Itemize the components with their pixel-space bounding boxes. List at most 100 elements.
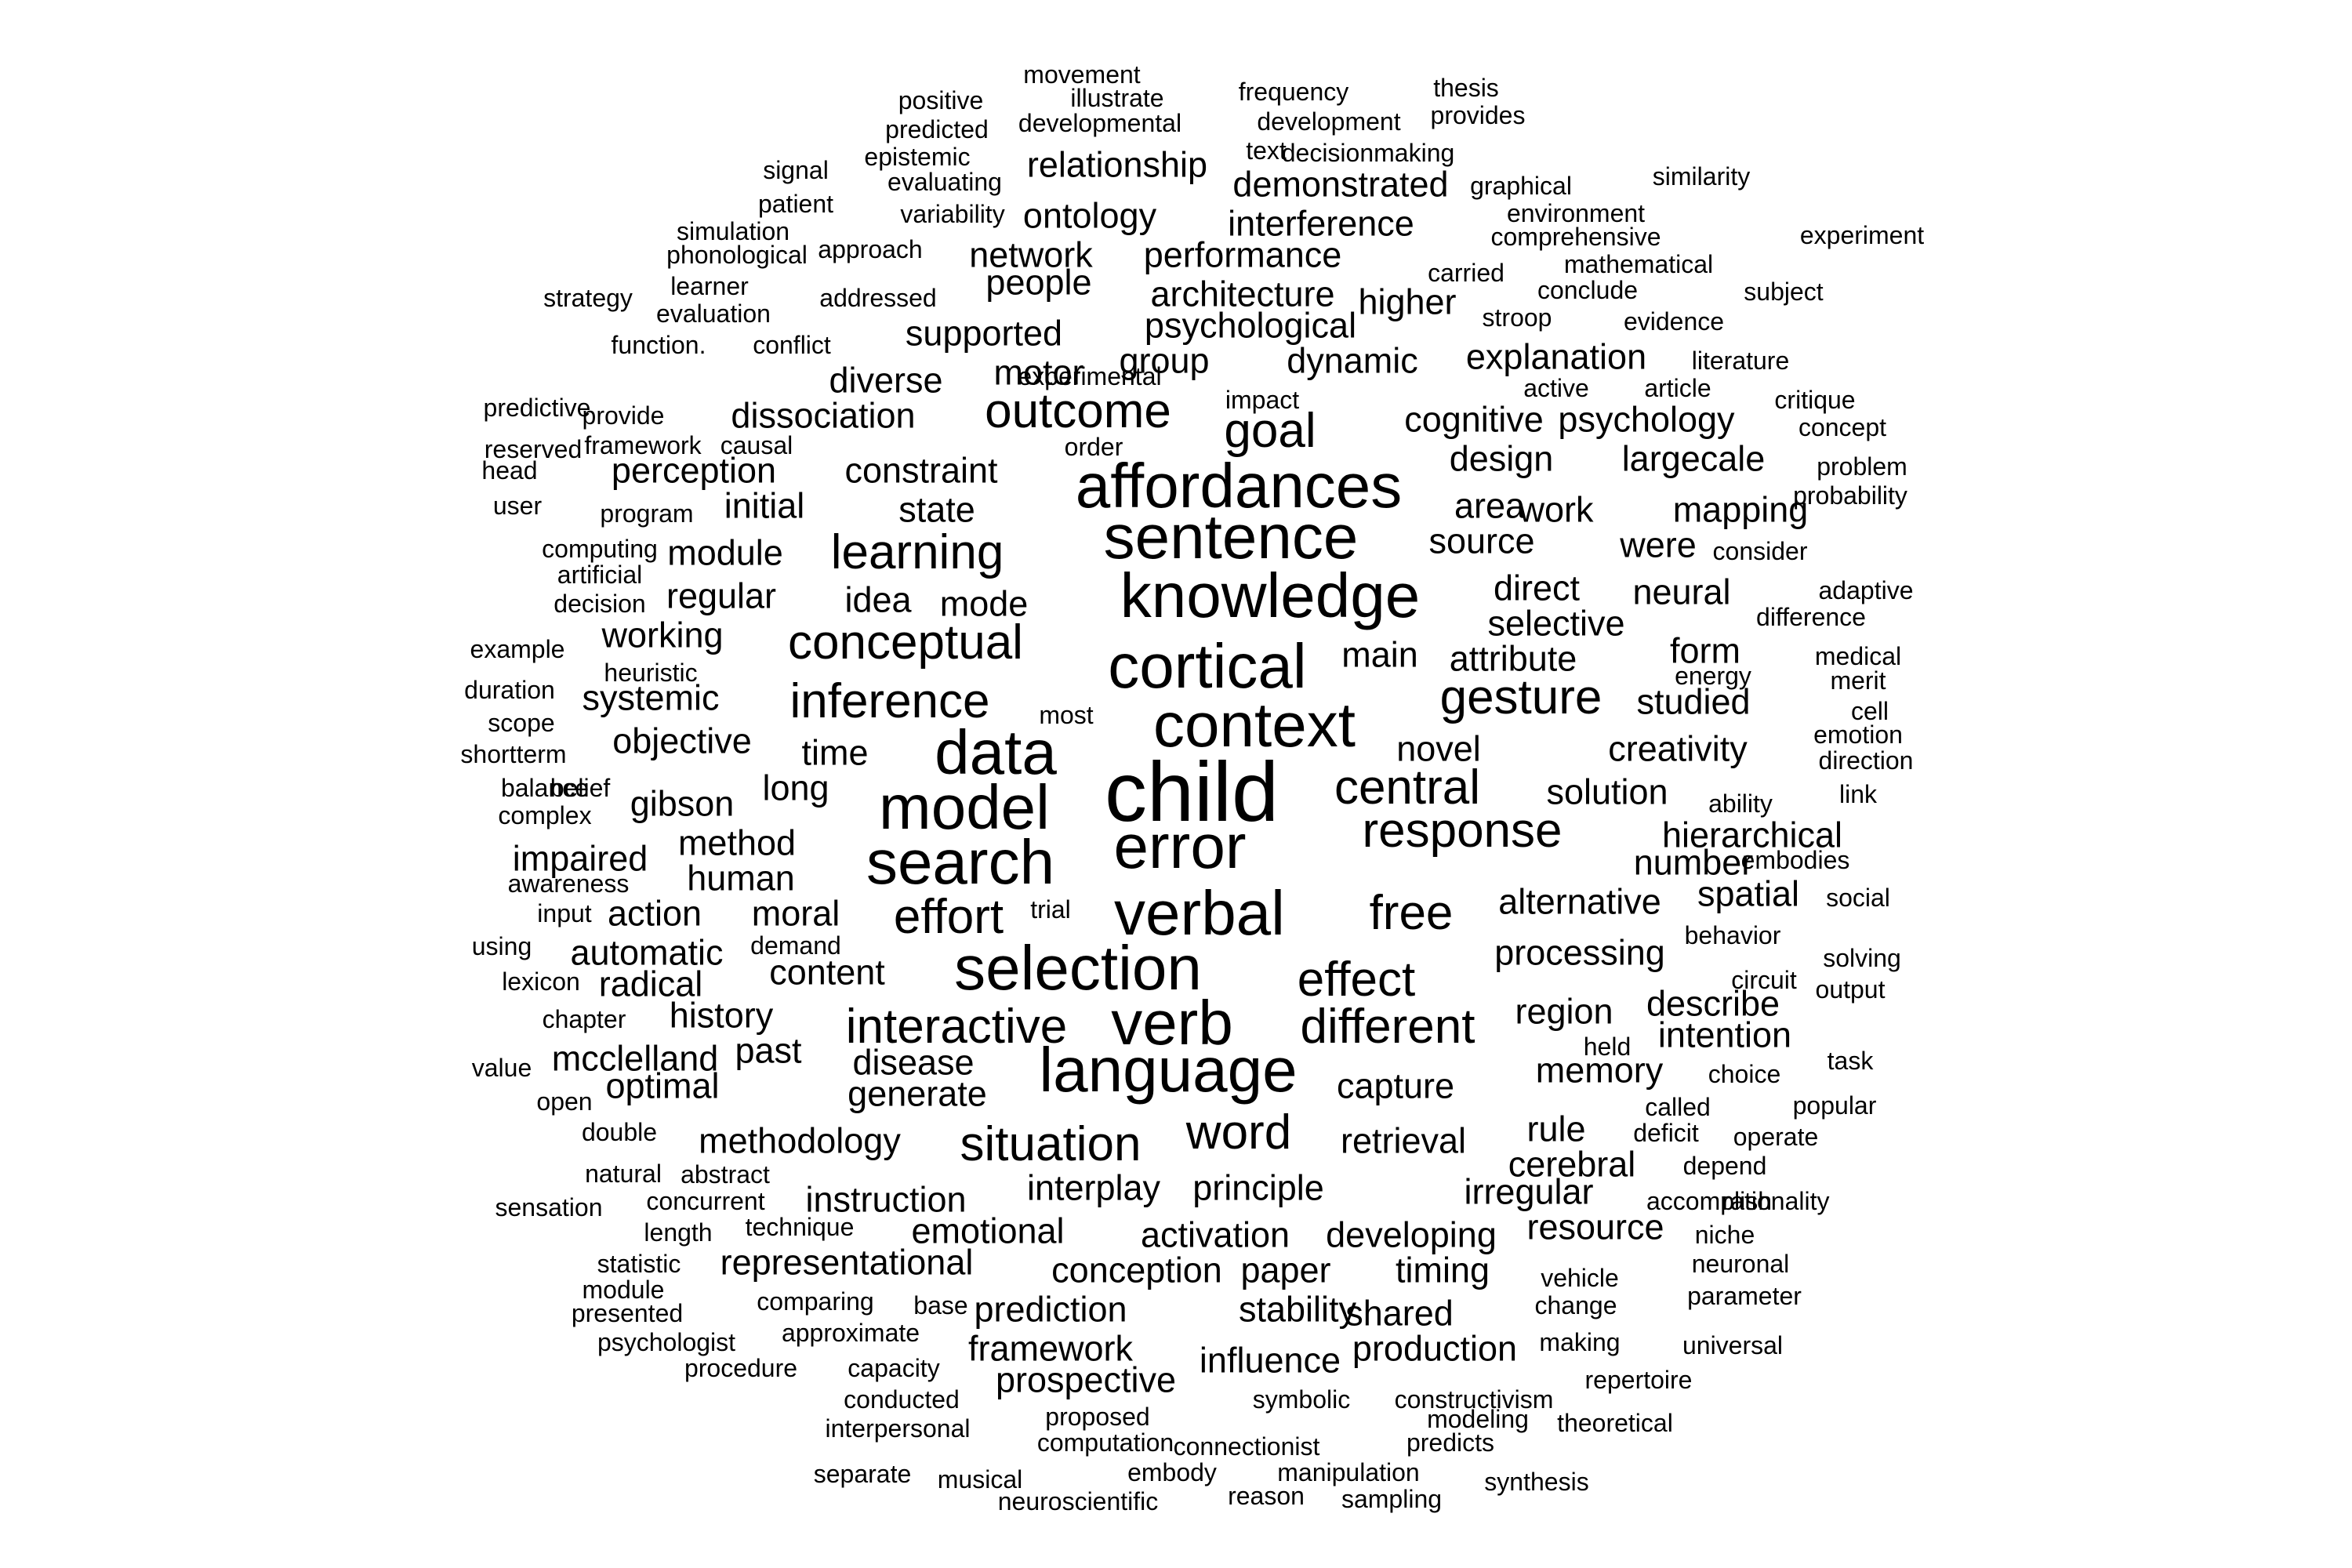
cloud-word: mcclelland <box>551 1038 719 1079</box>
cloud-word: accomplish <box>1646 1187 1773 1215</box>
cloud-word: capture <box>1336 1065 1455 1106</box>
cloud-word: article <box>1644 374 1711 402</box>
cloud-word: making <box>1539 1328 1621 1356</box>
cloud-word: signal <box>763 156 829 184</box>
cloud-word: conflict <box>753 331 831 359</box>
cloud-word: similarity <box>1652 162 1751 191</box>
cloud-word: module <box>667 532 783 573</box>
cloud-word: embodies <box>1740 846 1850 874</box>
cloud-word: musical <box>937 1465 1023 1494</box>
cloud-word: stroop <box>1482 303 1552 332</box>
cloud-word: synthesis <box>1484 1468 1589 1496</box>
cloud-word: intention <box>1657 1014 1792 1055</box>
cloud-word: example <box>470 635 565 663</box>
cloud-word: conclude <box>1537 276 1639 304</box>
cloud-word: emotion <box>1813 720 1903 749</box>
cloud-word: dynamic <box>1287 340 1418 381</box>
cloud-word: direct <box>1493 568 1581 608</box>
cloud-word: using <box>471 932 532 960</box>
cloud-word: content <box>769 952 885 993</box>
cloud-word: program <box>600 499 694 528</box>
cloud-word: complex <box>498 801 592 829</box>
cloud-word: timing <box>1395 1250 1490 1290</box>
cloud-word: affordances <box>1075 451 1403 521</box>
cloud-word: optimal <box>605 1065 720 1106</box>
cloud-word: conception <box>1051 1250 1222 1290</box>
cloud-word: data <box>935 717 1057 787</box>
cloud-word: neuroscientific <box>997 1487 1159 1515</box>
cloud-word: presented <box>571 1299 684 1327</box>
cloud-word: different <box>1300 1000 1475 1054</box>
cloud-word: objective <box>612 720 752 761</box>
cloud-word: working <box>601 615 724 655</box>
cloud-word: niche <box>1694 1221 1755 1249</box>
cloud-word: procedure <box>684 1354 798 1382</box>
cloud-word: irregular <box>1464 1171 1594 1212</box>
cloud-word: interactive <box>845 1000 1068 1054</box>
cloud-word: double <box>581 1118 658 1146</box>
cloud-word: module <box>582 1276 665 1304</box>
cloud-word: energy <box>1675 662 1751 690</box>
cloud-word: demonstrated <box>1232 164 1449 205</box>
cloud-word: dissociation <box>731 395 916 436</box>
cloud-word: spatial <box>1697 873 1800 914</box>
cloud-word: automatic <box>570 932 724 973</box>
cloud-word: circuit <box>1731 966 1797 994</box>
cloud-word: link <box>1838 780 1878 808</box>
cloud-word: solving <box>1823 944 1901 972</box>
cloud-word: sampling <box>1341 1485 1443 1513</box>
cloud-word: causal <box>720 431 793 459</box>
cloud-word: universal <box>1682 1331 1784 1359</box>
cloud-word: history <box>669 995 774 1036</box>
cloud-word: shared <box>1345 1293 1454 1334</box>
cloud-word: people <box>985 262 1092 303</box>
cloud-word: parameter <box>1687 1282 1802 1310</box>
cloud-word: embody <box>1127 1458 1217 1486</box>
cloud-word: environment <box>1506 199 1646 227</box>
cloud-word: head <box>481 456 538 485</box>
cloud-word: constructivism <box>1394 1385 1554 1414</box>
cloud-word: simulation <box>676 217 790 245</box>
cloud-word: phonological <box>666 241 808 269</box>
cloud-word: word <box>1185 1105 1292 1160</box>
cloud-word: technique <box>745 1213 855 1241</box>
cloud-word: text <box>1246 136 1287 165</box>
cloud-word: area <box>1454 485 1526 526</box>
cloud-word: selection <box>954 933 1202 1003</box>
cloud-word: neuronal <box>1691 1250 1790 1278</box>
cloud-word: effort <box>893 890 1004 944</box>
cloud-word: shortterm <box>460 740 567 768</box>
cloud-word: error <box>1113 811 1247 881</box>
cloud-word: strategy <box>543 284 633 312</box>
cloud-word: theoretical <box>1557 1409 1673 1437</box>
cloud-word: reason <box>1228 1482 1305 1510</box>
cloud-word: attribute <box>1449 638 1577 679</box>
cloud-word: popular <box>1792 1091 1877 1120</box>
cloud-word: solution <box>1546 771 1668 812</box>
cloud-word: knowledge <box>1120 561 1421 630</box>
cloud-word: subject <box>1744 278 1824 306</box>
cloud-word: state <box>898 489 975 530</box>
cloud-word: approximate <box>781 1319 920 1347</box>
cloud-word: moral <box>751 893 840 934</box>
cloud-word: representational <box>720 1242 974 1283</box>
cloud-word: gibson <box>630 783 735 824</box>
cloud-word: cerebral <box>1508 1144 1636 1185</box>
cloud-word: function. <box>611 331 706 359</box>
cloud-word: provides <box>1430 101 1526 129</box>
cloud-word: methodology <box>699 1120 901 1161</box>
cloud-word: hierarchical <box>1661 815 1843 855</box>
cloud-word: addressed <box>819 284 937 312</box>
cloud-word: retrieval <box>1340 1120 1467 1161</box>
cloud-word: architecture <box>1150 274 1335 314</box>
cloud-word: outcome <box>985 384 1171 438</box>
cloud-word: graphical <box>1470 172 1572 200</box>
cloud-word: experiment <box>1799 221 1925 249</box>
cloud-word: vehicle <box>1541 1264 1619 1292</box>
cloud-word: concept <box>1798 413 1887 441</box>
cloud-word: connectionist <box>1173 1432 1320 1461</box>
cloud-word: positive <box>898 86 984 114</box>
cloud-word: rule <box>1526 1109 1586 1149</box>
cloud-word: supported <box>905 313 1063 354</box>
cloud-word: proposed <box>1045 1403 1150 1431</box>
